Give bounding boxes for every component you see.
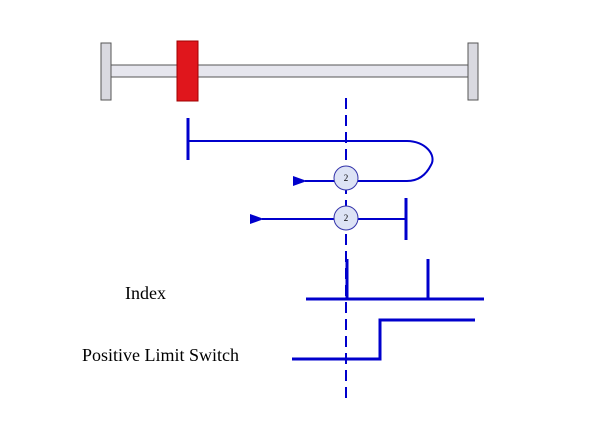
- step-circle-stop: [333, 205, 359, 231]
- left-end-stop: [100, 42, 112, 101]
- limit-switch-waveform: [292, 318, 475, 361]
- reversal-curve: [406, 140, 434, 182]
- limit-switch-signal: [292, 318, 475, 361]
- rail: [110, 64, 469, 78]
- index-label: Index: [125, 283, 166, 303]
- right-end-stop: [467, 42, 479, 101]
- step-number-return: 2: [344, 173, 349, 183]
- positive-limit-switch-label: Positive Limit Switch: [82, 345, 240, 365]
- motion-path-forward: 2: [186, 118, 434, 191]
- index-signal: [306, 259, 484, 301]
- motion-path-stop: 2: [250, 198, 408, 240]
- carriage: [176, 40, 199, 102]
- step-circle-return: [333, 165, 359, 191]
- step-number-stop: 2: [344, 213, 349, 223]
- mechanism: [100, 40, 479, 102]
